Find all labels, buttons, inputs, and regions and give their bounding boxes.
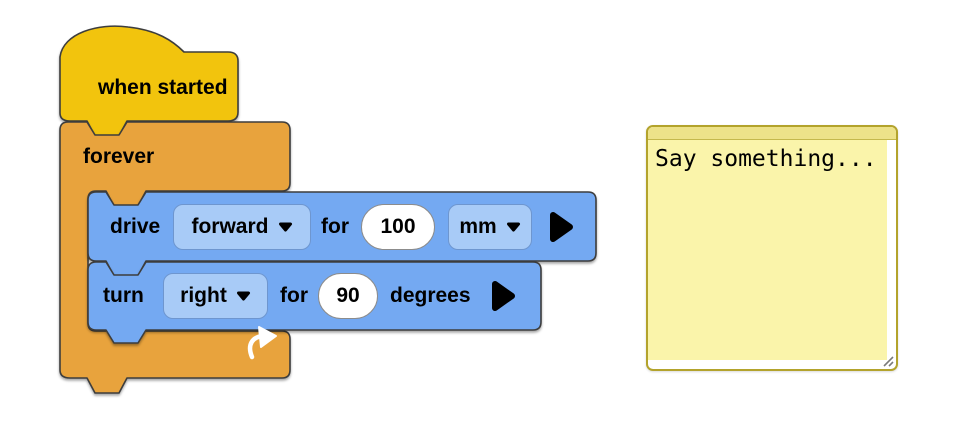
- drive-direction-value: forward: [191, 215, 269, 238]
- forever-label: forever: [83, 145, 155, 168]
- forever-block-shape[interactable]: [59, 121, 291, 394]
- caret-down-icon: [236, 291, 250, 301]
- when-started-block-shape[interactable]: [59, 25, 239, 137]
- turn-for-label: for: [280, 284, 308, 307]
- sticky-note-header[interactable]: [648, 127, 896, 140]
- drive-for-label: for: [321, 215, 349, 238]
- loop-arrow-icon: [247, 326, 277, 360]
- turn-direction-dropdown[interactable]: right: [163, 273, 268, 319]
- caret-down-icon: [506, 222, 520, 232]
- drive-unit-value: mm: [459, 215, 497, 238]
- drive-distance-input[interactable]: 100: [361, 204, 435, 250]
- turn-angle-input[interactable]: 90: [318, 273, 378, 319]
- drive-label: drive: [110, 215, 161, 238]
- turn-label: turn: [103, 284, 144, 307]
- drive-unit-dropdown[interactable]: mm: [448, 204, 532, 250]
- note-text-area[interactable]: Say something...: [648, 140, 887, 360]
- turn-expand-icon[interactable]: [491, 279, 517, 313]
- note-resize-handle-icon[interactable]: [880, 353, 895, 368]
- sticky-note[interactable]: Say something...: [646, 125, 898, 371]
- when-started-label: when started: [98, 76, 228, 99]
- caret-down-icon: [278, 222, 292, 232]
- drive-expand-icon[interactable]: [549, 210, 575, 244]
- turn-degrees-label: degrees: [390, 284, 471, 307]
- turn-direction-value: right: [180, 284, 227, 307]
- drive-direction-dropdown[interactable]: forward: [173, 204, 311, 250]
